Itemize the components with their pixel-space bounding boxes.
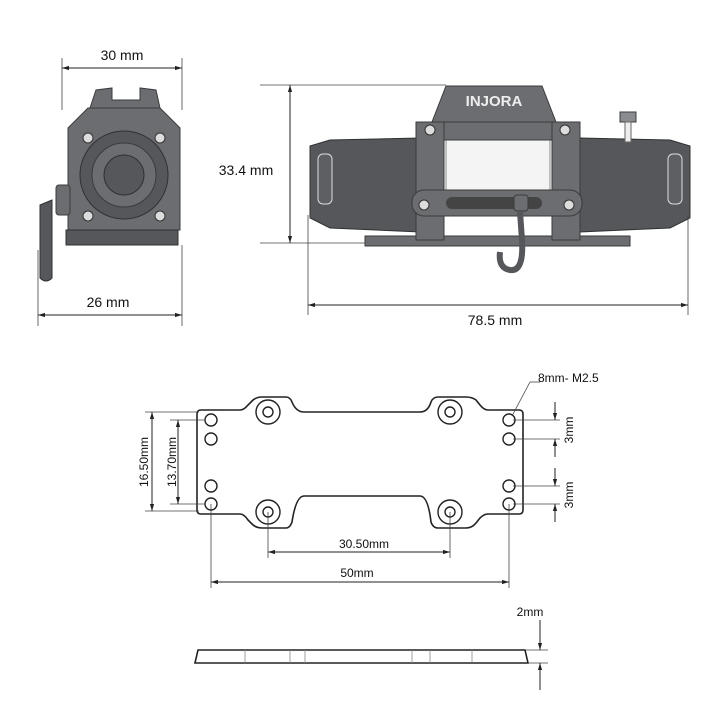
brand-logo: INJORA [466, 93, 523, 110]
plate-side-view: 2mm [193, 605, 548, 690]
dimension-label-width-top: 30 mm [101, 47, 144, 63]
dimension-label-width-bottom: 26 mm [87, 294, 130, 310]
hook [496, 211, 526, 274]
dimension-label-hole-spacing-bottom: 3mm [562, 482, 576, 509]
lever-handle [39, 199, 53, 282]
mounting-plate-view: 16.50mm 13.70mm 8mm- M2.5 3mm 3mm 30.50m… [137, 371, 599, 588]
dimension-label-length: 78.5 mm [468, 312, 522, 328]
dimension-label-outer-height: 16.50mm [137, 437, 151, 487]
dimension-label-total-spacing: 50mm [340, 566, 373, 580]
hole-spec-label: 8mm- M2.5 [538, 371, 599, 385]
dimension-label-height: 33.4 mm [219, 162, 273, 178]
front-view: 33.4 mm INJORA 78.5 mm [219, 84, 691, 328]
shackle [513, 194, 529, 212]
plate-outline [196, 396, 524, 529]
dimension-label-center-spacing: 30.50mm [339, 537, 389, 551]
side-view: 30 mm 26 mm [37, 47, 183, 326]
dimension-label-inner-height: 13.70mm [165, 437, 179, 487]
dimension-label-thickness: 2mm [517, 605, 544, 619]
mounting-holes [204, 399, 516, 525]
winch-front-drawing: INJORA [309, 85, 691, 274]
winch-side-drawing [39, 87, 181, 282]
dimension-label-hole-spacing-top: 3mm [562, 417, 576, 444]
